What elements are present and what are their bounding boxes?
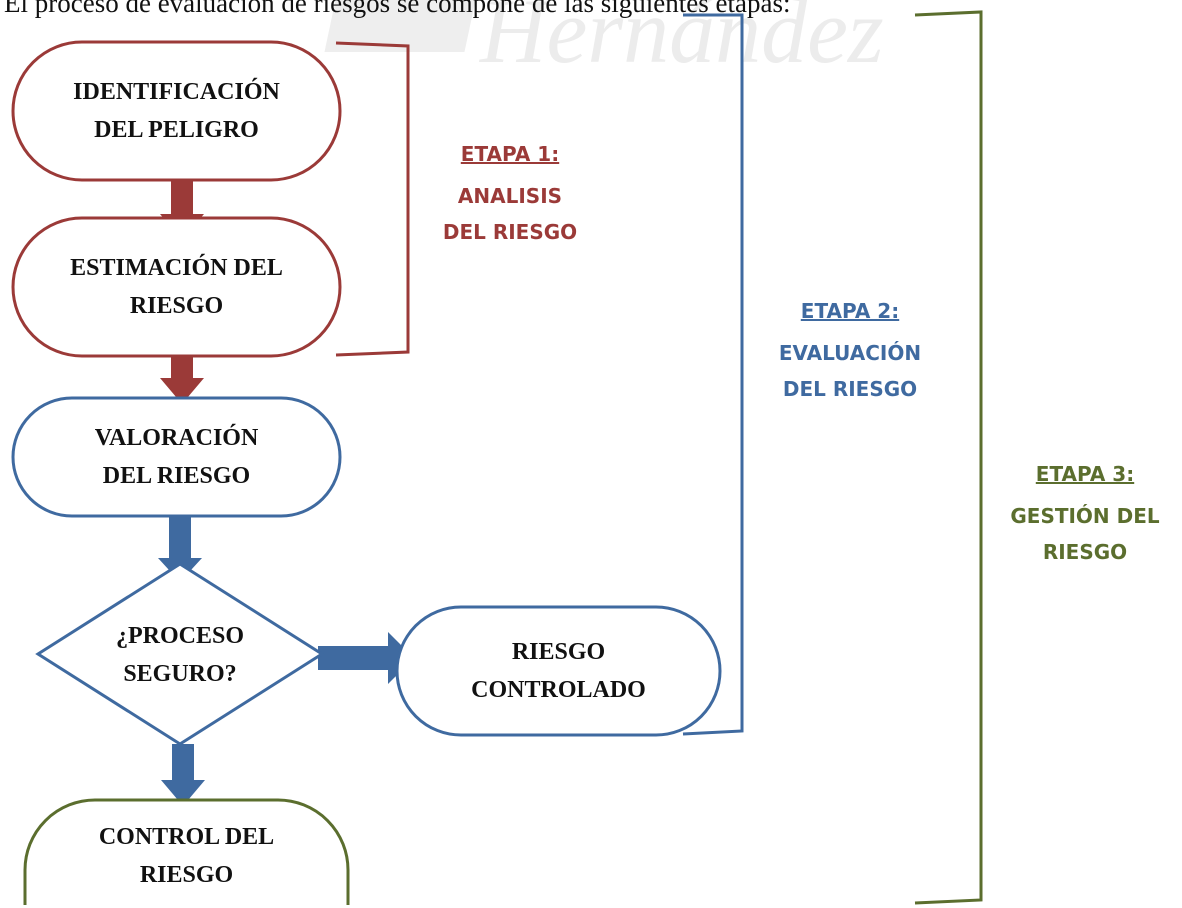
stage3-line2: RIESGO — [1042, 540, 1128, 564]
node-riesgo-controlado-shape — [395, 605, 722, 737]
node-estimacion-line2: RIESGO — [129, 293, 224, 319]
arrow-estimacion-to-valoracion — [160, 350, 204, 404]
node-valoracion-shape — [11, 396, 342, 518]
arrow-decision-to-riesgo-controlado — [318, 632, 414, 684]
node-estimacion-line1: ESTIMACIÓN DEL — [70, 255, 283, 281]
stage1-label: ETAPA 1: ANALISIS DEL RIESGO — [410, 130, 610, 250]
stage3-heading: ETAPA 3: — [1035, 462, 1135, 486]
watermark-text: Hernández — [480, 0, 884, 82]
node-identificacion-line2: DEL PELIGRO — [94, 117, 259, 143]
bracket-stage3 — [914, 10, 983, 905]
node-valoracion-line1: VALORACIÓN — [94, 425, 259, 451]
node-identificacion-line1: IDENTIFICACIÓN — [73, 79, 280, 105]
stage2-label: ETAPA 2: EVALUACIÓN DEL RIESGO — [750, 287, 950, 407]
intro-text: El proceso de evaluación de riesgos se c… — [4, 0, 791, 18]
stage1-heading: ETAPA 1: — [460, 142, 560, 166]
node-decision-shape — [35, 562, 325, 746]
stage1-line1: ANALISIS — [457, 184, 563, 208]
node-decision: ¿PROCESO SEGURO? — [90, 608, 270, 702]
node-valoracion: VALORACIÓN DEL RIESGO — [13, 398, 340, 516]
node-riesgo-controlado: RIESGO CONTROLADO — [397, 607, 720, 735]
node-identificacion-shape — [11, 40, 342, 182]
node-riesgo-controlado-line1: RIESGO — [511, 639, 606, 665]
node-riesgo-controlado-line2: CONTROLADO — [471, 677, 646, 703]
stage3-label: ETAPA 3: GESTIÓN DEL RIESGO — [995, 450, 1175, 570]
node-control-shape — [23, 798, 350, 905]
arrow-decision-to-control — [161, 744, 205, 806]
bracket-stage2 — [682, 13, 744, 736]
node-estimacion: ESTIMACIÓN DEL RIESGO — [13, 218, 340, 356]
bracket-stage1 — [335, 41, 410, 357]
node-identificacion: IDENTIFICACIÓN DEL PELIGRO — [13, 42, 340, 180]
stage2-heading: ETAPA 2: — [800, 299, 900, 323]
node-control-line1: CONTROL DEL — [98, 824, 275, 850]
stage3-line1: GESTIÓN DEL — [1010, 504, 1160, 528]
node-decision-line2: SEGURO? — [123, 661, 237, 687]
stage2-line2: DEL RIESGO — [782, 377, 918, 401]
node-control-line2: RIESGO — [139, 862, 234, 888]
node-valoracion-line2: DEL RIESGO — [102, 463, 251, 489]
stage2-line1: EVALUACIÓN — [778, 341, 922, 365]
node-decision-line1: ¿PROCESO — [115, 623, 244, 649]
node-control: CONTROL DEL RIESGO — [25, 814, 348, 898]
node-estimacion-shape — [11, 216, 342, 358]
stage1-line2: DEL RIESGO — [442, 220, 578, 244]
